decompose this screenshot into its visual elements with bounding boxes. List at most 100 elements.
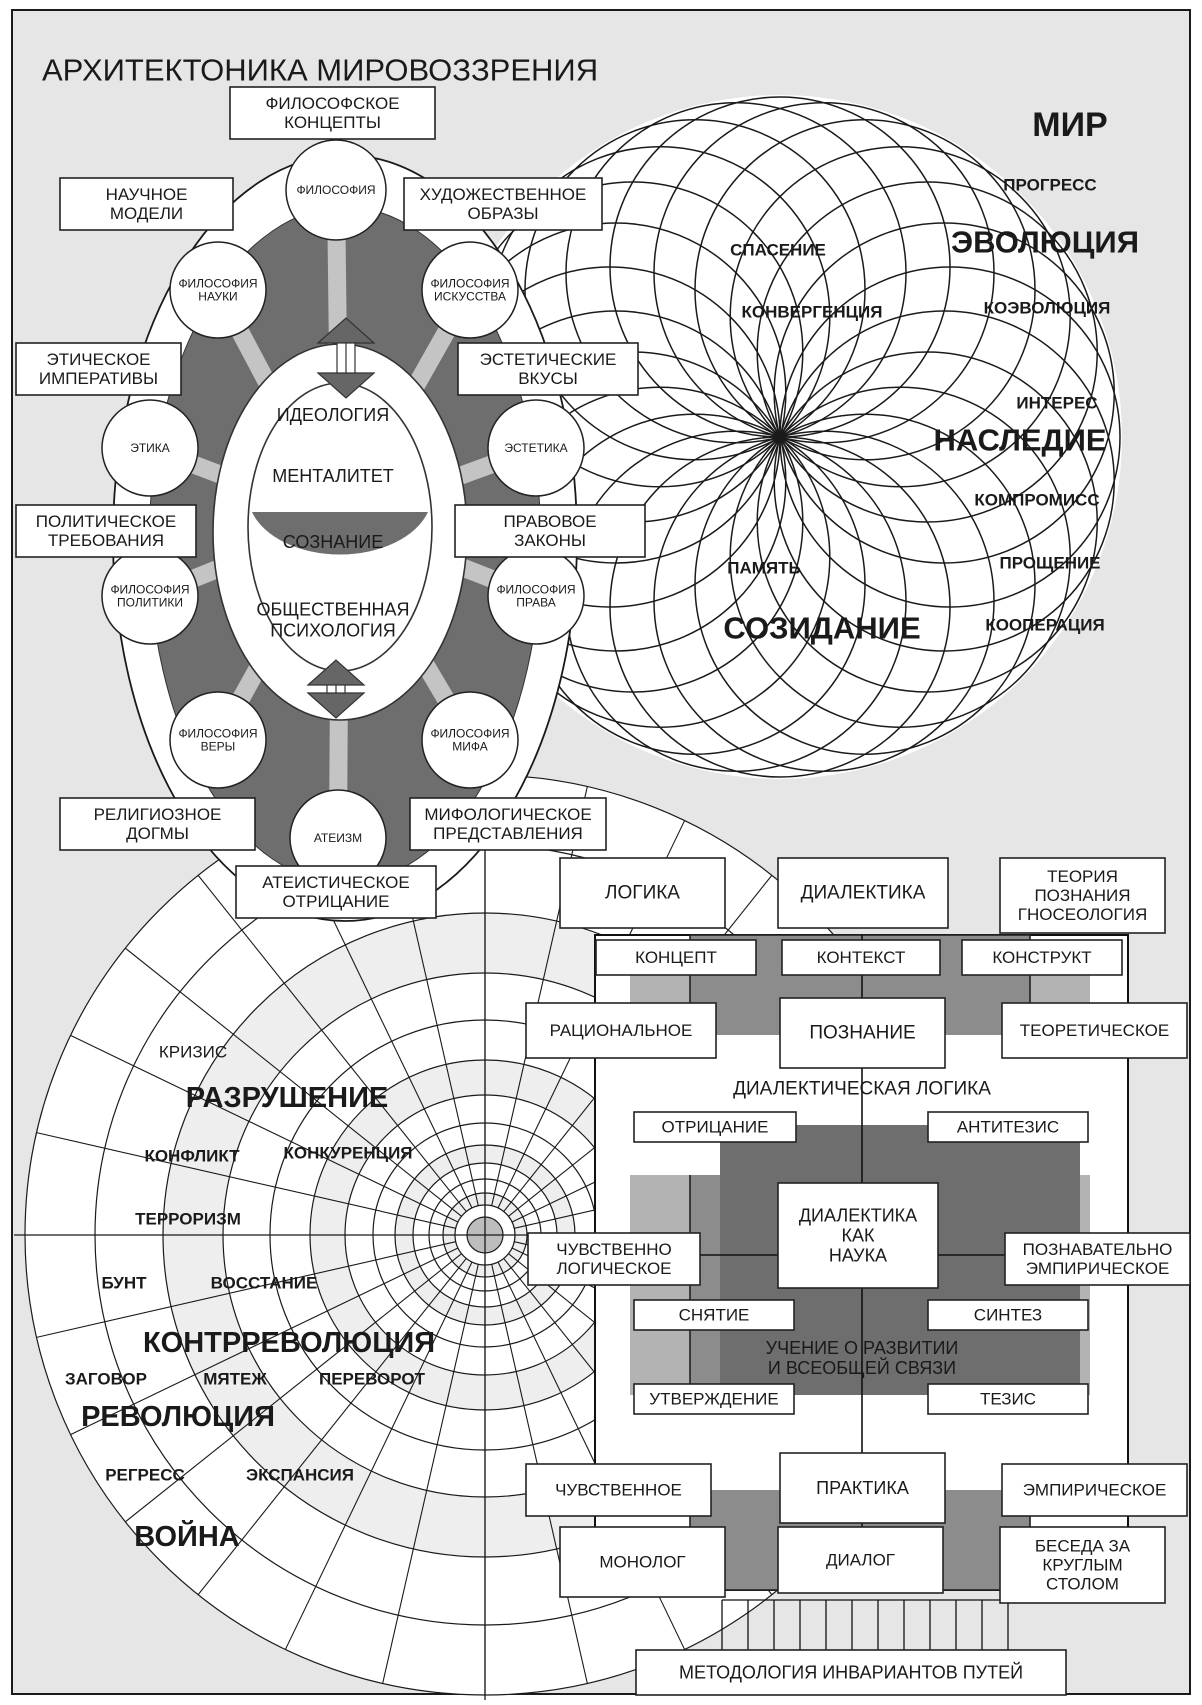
circle-text-line: ЭСТЕТИКА bbox=[504, 441, 567, 455]
rosette-circle bbox=[694, 119, 1036, 461]
box-legal-laws-text-line: ЗАКОНЫ bbox=[514, 531, 586, 550]
web-word-bunt: БУНТ bbox=[101, 1274, 147, 1293]
box-context: КОНТЕКСТ bbox=[781, 939, 941, 976]
circle-text-line: НАУКИ bbox=[198, 290, 237, 304]
box-art-images-text-line: ОБРАЗЫ bbox=[467, 204, 538, 223]
worldview-oval: ИДЕОЛОГИЯМЕНТАЛИТЕТСОЗНАНИЕОБЩЕСТВЕННАЯП… bbox=[15, 86, 646, 922]
circle-text-line: ФИЛОСОФИЯ bbox=[178, 726, 257, 740]
box-religious-dogmas-text-line: РЕЛИГИОЗНОЕ bbox=[94, 805, 222, 824]
box-rational-text-line: РАЦИОНАЛЬНОЕ bbox=[550, 1021, 693, 1040]
rosette-circle bbox=[773, 222, 1115, 564]
rosette-word-mir: МИР bbox=[1032, 106, 1107, 144]
web-word-regr: РЕГРЕСС bbox=[105, 1466, 185, 1485]
box-antithesis: АНТИТЕЗИС bbox=[927, 1111, 1089, 1143]
box-political-demands-text-line: ПОЛИТИЧЕСКОЕ bbox=[36, 512, 176, 531]
grid-dial-logic: ДИАЛЕКТИЧЕСКАЯ ЛОГИКА bbox=[733, 1079, 991, 1100]
box-dialectics: ДИАЛЕКТИКА bbox=[777, 857, 949, 929]
circle-text-line: МИФА bbox=[452, 740, 487, 754]
web-word-terr: ТЕРРОРИЗМ bbox=[135, 1210, 241, 1229]
box-dialogue: ДИАЛОГ bbox=[777, 1526, 944, 1594]
box-synthesis: СИНТЕЗ bbox=[927, 1299, 1089, 1331]
circle-shape bbox=[285, 139, 387, 241]
box-theory-text-line: ПОЗНАНИЯ bbox=[1034, 886, 1130, 905]
box-theoretical-frame bbox=[1001, 1002, 1188, 1059]
box-dialogue-frame bbox=[777, 1526, 944, 1594]
box-construct-text: КОНСТРУКТ bbox=[992, 948, 1091, 967]
box-thesis-text: ТЕЗИС bbox=[980, 1390, 1036, 1409]
box-ethical-imperatives-frame bbox=[15, 342, 182, 396]
circle-text-line: ФИЛОСОФИЯ bbox=[296, 183, 375, 197]
box-dialogue-text-line: ДИАЛОГ bbox=[826, 1551, 895, 1570]
web-word-perev: ПЕРЕВОРОТ bbox=[319, 1370, 426, 1389]
circle-text: АТЕИЗМ bbox=[314, 831, 362, 845]
oval-ideology: ИДЕОЛОГИЯ bbox=[277, 405, 389, 425]
box-scientific-models-text-line: МОДЕЛИ bbox=[110, 204, 183, 223]
box-concept-frame bbox=[595, 939, 757, 976]
box-context-text: КОНТЕКСТ bbox=[817, 948, 906, 967]
box-sublation: СНЯТИЕ bbox=[633, 1299, 795, 1331]
box-round-table-frame bbox=[999, 1526, 1166, 1604]
box-theory-text-line: ГНОСЕОЛОГИЯ bbox=[1018, 905, 1147, 924]
rosette-circle bbox=[756, 181, 1098, 523]
box-theoretical-text-line: ТЕОРЕТИЧЕСКОЕ bbox=[1020, 1021, 1169, 1040]
box-religious-dogmas-frame bbox=[59, 797, 256, 851]
box-philosophical-concepts-text-line: ФИЛОСОФСКОЕ bbox=[265, 94, 399, 113]
box-concept-text-line: КОНЦЕПТ bbox=[635, 948, 717, 967]
box-mythological-ideas-frame bbox=[409, 797, 607, 851]
web-word-konk-line: КОНКУРЕНЦИЯ bbox=[283, 1144, 412, 1163]
box-practice-text: ПРАКТИКА bbox=[816, 1478, 909, 1498]
box-empirical-frame bbox=[1001, 1463, 1188, 1517]
web-word-revol-line: РЕВОЛЮЦИЯ bbox=[81, 1401, 275, 1433]
box-negation-text: ОТРИЦАНИЕ bbox=[662, 1118, 769, 1137]
box-context-frame bbox=[781, 939, 941, 976]
box-thesis-frame bbox=[927, 1383, 1089, 1415]
box-antithesis-frame bbox=[927, 1111, 1089, 1143]
box-sens-logic-frame bbox=[527, 1232, 701, 1286]
box-art-images-text-line: ХУДОЖЕСТВЕННОЕ bbox=[420, 185, 587, 204]
box-affirmation: УТВЕРЖДЕНИЕ bbox=[633, 1383, 795, 1415]
web-spoke bbox=[125, 1253, 462, 1523]
box-scientific-models-text-line: НАУЧНОЕ bbox=[106, 185, 188, 204]
circle-shape bbox=[101, 399, 199, 497]
box-affirmation-frame bbox=[633, 1383, 795, 1415]
box-sublation-text-line: СНЯТИЕ bbox=[679, 1306, 750, 1325]
rosette-word-nasl-line: НАСЛЕДИЕ bbox=[933, 423, 1106, 458]
circle-text-line: ВЕРЫ bbox=[201, 740, 236, 754]
double-arrow-2 bbox=[306, 659, 366, 719]
web-spoke bbox=[197, 1258, 467, 1595]
box-monologue-text: МОНОЛОГ bbox=[599, 1553, 685, 1572]
box-scientific-models-frame bbox=[59, 177, 234, 231]
circle-philosophy: ФИЛОСОФИЯ bbox=[285, 139, 387, 241]
web-word-krizis: КРИЗИС bbox=[159, 1043, 227, 1062]
box-round-table-text-line: СТОЛОМ bbox=[1046, 1575, 1119, 1594]
circle-ethics: ЭТИКА bbox=[101, 399, 199, 497]
box-political-demands-text-line: ТРЕБОВАНИЯ bbox=[48, 531, 164, 550]
rosette-word-nasl: НАСЛЕДИЕ bbox=[933, 423, 1106, 458]
rosette-word-proshch-line: ПРОЩЕНИЕ bbox=[999, 554, 1100, 573]
circle-text-line: ФИЛОСОФИЯ bbox=[430, 276, 509, 290]
box-sublation-frame bbox=[633, 1299, 795, 1331]
web-spoke bbox=[284, 1261, 473, 1650]
box-methodology: МЕТОДОЛОГИЯ ИНВАРИАНТОВ ПУТЕЙ bbox=[635, 1649, 1067, 1696]
web-word-voina: ВОЙНА bbox=[134, 1519, 240, 1553]
rosette-word-proshch: ПРОЩЕНИЕ bbox=[999, 554, 1100, 573]
box-theoretical-text: ТЕОРЕТИЧЕСКОЕ bbox=[1020, 1021, 1169, 1040]
box-art-images-frame bbox=[403, 177, 603, 231]
box-atheistic-negation-text-line: АТЕИСТИЧЕСКОЕ bbox=[262, 873, 410, 892]
box-monologue-text-line: МОНОЛОГ bbox=[599, 1553, 685, 1572]
